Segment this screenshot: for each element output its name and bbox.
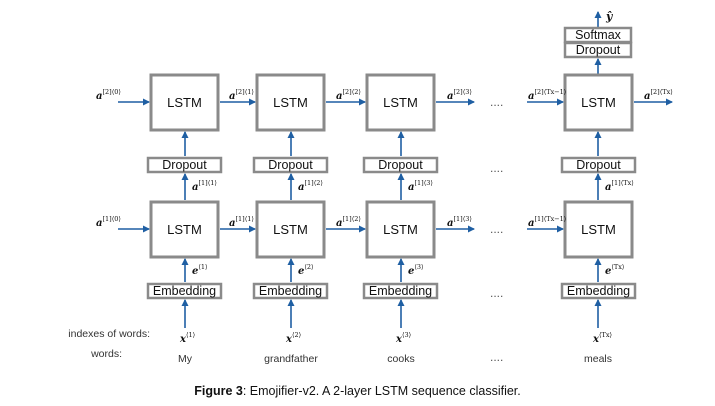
a2-label-out: a[2]⟨Tx⟩ — [644, 88, 673, 102]
lstm-layer1-box — [365, 200, 436, 259]
a2-label-tx-minus-1: a[2]⟨Tx−1⟩ — [528, 88, 566, 102]
ellipsis-dropout: .... — [490, 161, 503, 175]
lstm-layer1-box — [149, 200, 220, 259]
a1-up-label: a[1]⟨2⟩ — [298, 179, 323, 193]
lstm-layer1-box — [563, 200, 634, 259]
ellipsis-layer2: .... — [490, 95, 503, 109]
ellipsis-words: .... — [490, 350, 503, 364]
a1-label-1: a[1]⟨1⟩ — [229, 215, 254, 229]
embedding-label: Embedding — [369, 284, 432, 298]
e-label: e⟨3⟩ — [408, 263, 424, 277]
e-label: e⟨1⟩ — [192, 263, 208, 277]
a1-label-0: a[1]⟨0⟩ — [96, 215, 121, 229]
dropout-box — [252, 156, 329, 174]
lstm-layer2-label: LSTM — [581, 95, 616, 110]
lstm-layer1-label: LSTM — [383, 222, 418, 237]
dropout-box — [362, 156, 439, 174]
caption-text: : Emojifier-v2. A 2-layer LSTM sequence … — [242, 384, 521, 398]
embedding-box — [560, 282, 637, 300]
lstm-layer2-box — [563, 73, 634, 132]
column-1: LSTM Dropout LSTM Embedding a[1]⟨1⟩ e⟨1⟩… — [146, 73, 223, 365]
a2-label-0: a[2]⟨0⟩ — [96, 88, 121, 102]
column-2: LSTM Dropout LSTM Embedding a[1]⟨2⟩ e⟨2⟩… — [252, 73, 329, 365]
lstm-layer2-label: LSTM — [383, 95, 418, 110]
a1-up-label: a[1]⟨1⟩ — [192, 179, 217, 193]
lstm-layer2-label: LSTM — [167, 95, 202, 110]
a1-label-tx-minus-1: a[1]⟨Tx−1⟩ — [528, 215, 566, 229]
embedding-box — [362, 282, 439, 300]
e-label: e⟨Tx⟩ — [605, 263, 624, 277]
row-label-indexes: indexes of words: — [68, 328, 150, 340]
e-label: e⟨2⟩ — [298, 263, 314, 277]
ellipsis-layer1: .... — [490, 222, 503, 236]
word-label: cooks — [387, 353, 414, 365]
a2-label-2: a[2]⟨2⟩ — [336, 88, 361, 102]
dropout-box — [560, 156, 637, 174]
x-label: x⟨3⟩ — [395, 331, 411, 345]
embedding-label: Embedding — [567, 284, 630, 298]
lstm-layer2-box — [365, 73, 436, 132]
a1-up-label: a[1]⟨3⟩ — [408, 179, 433, 193]
top-dropout-label: Dropout — [576, 43, 621, 57]
embedding-label: Embedding — [153, 284, 216, 298]
lstm-layer2-box — [149, 73, 220, 132]
lstm-layer1-box — [255, 200, 326, 259]
ellipsis-embedding: .... — [490, 286, 503, 300]
word-label: meals — [584, 353, 612, 365]
embedding-label: Embedding — [259, 284, 322, 298]
lstm-layer1-label: LSTM — [167, 222, 202, 237]
lstm-layer2-box — [255, 73, 326, 132]
figure-caption: Figure 3: Emojifier-v2. A 2-layer LSTM s… — [0, 384, 715, 398]
row-label-words: words: — [90, 348, 122, 360]
y-hat-label: ŷ — [605, 10, 614, 23]
a1-up-label: a[1]⟨Tx⟩ — [605, 179, 634, 193]
dropout-label: Dropout — [268, 158, 313, 172]
a1-label-3: a[1]⟨3⟩ — [447, 215, 472, 229]
dropout-label: Dropout — [378, 158, 423, 172]
top-dropout-box — [563, 41, 633, 59]
a2-label-3: a[2]⟨3⟩ — [447, 88, 472, 102]
x-label: x⟨2⟩ — [285, 331, 301, 345]
word-label: grandfather — [264, 353, 318, 365]
x-label: x⟨1⟩ — [179, 331, 195, 345]
a1-label-2: a[1]⟨2⟩ — [336, 215, 361, 229]
dropout-label: Dropout — [576, 158, 621, 172]
embedding-box — [146, 282, 223, 300]
column-3: LSTM Dropout LSTM Embedding a[1]⟨3⟩ e⟨3⟩… — [362, 73, 439, 365]
lstm-layer1-label: LSTM — [273, 222, 308, 237]
caption-prefix: Figure 3 — [194, 384, 243, 398]
softmax-label: Softmax — [575, 28, 622, 42]
lstm-layer1-label: LSTM — [581, 222, 616, 237]
a2-label-1: a[2]⟨1⟩ — [229, 88, 254, 102]
dropout-box — [146, 156, 223, 174]
column-4: LSTM Dropout LSTM Embedding a[1]⟨Tx⟩ e⟨T… — [560, 73, 637, 365]
word-label: My — [178, 353, 193, 365]
x-label: x⟨Tx⟩ — [592, 331, 612, 345]
dropout-label: Dropout — [162, 158, 207, 172]
embedding-box — [252, 282, 329, 300]
lstm-layer2-label: LSTM — [273, 95, 308, 110]
